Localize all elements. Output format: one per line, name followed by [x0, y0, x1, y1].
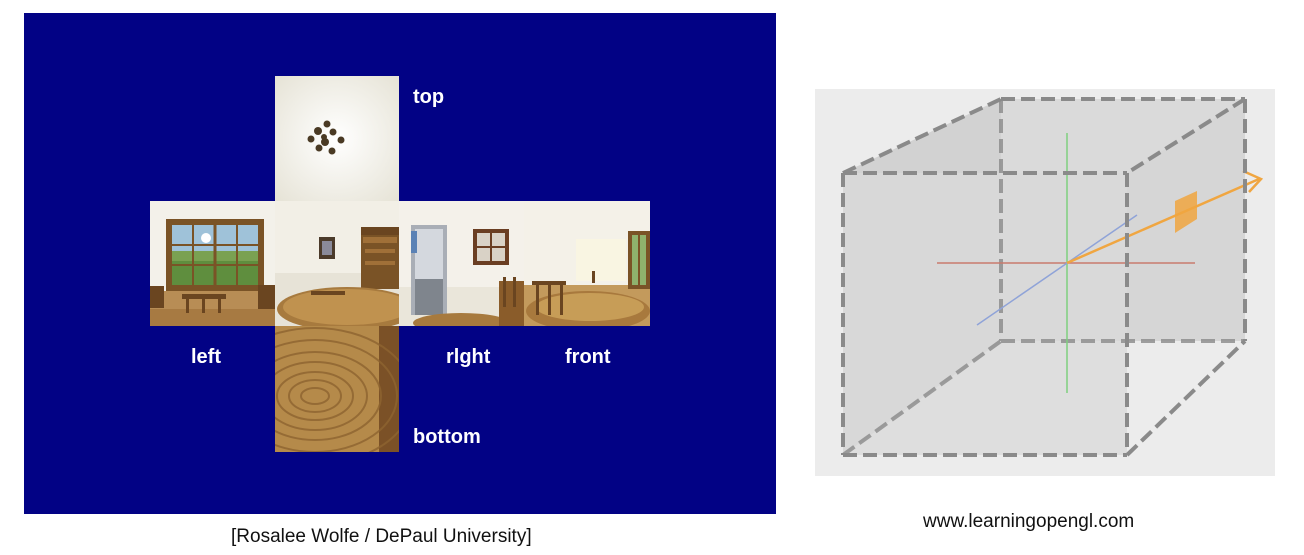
- cube-hidden-edges: [841, 99, 1245, 457]
- table-icon: [277, 287, 399, 326]
- cubemap-net-panel: top left rlght front bottom: [24, 13, 776, 514]
- cube-visible-edges: [841, 97, 1247, 457]
- doorway-icon: [411, 225, 447, 315]
- picture-frame-icon: [319, 237, 335, 259]
- axis-z: [976, 214, 1138, 326]
- label-left: left: [191, 346, 221, 368]
- cubemap-face-left: [150, 201, 275, 326]
- cube-front-face: [843, 173, 1127, 455]
- direction-vector: [1066, 177, 1260, 265]
- window-icon: [628, 231, 650, 289]
- table-icon: [413, 277, 524, 326]
- cubemap-face-right: [399, 201, 524, 326]
- cubemap-face-front: [275, 201, 399, 326]
- label-top: top: [413, 86, 445, 108]
- cabinet-icon: [361, 227, 399, 289]
- cubemap-face-back: [524, 201, 650, 326]
- window-icon: [473, 229, 509, 265]
- chandelier-icon: [307, 120, 345, 155]
- cube-diagram-credit: www.learningopengl.com: [923, 511, 1135, 532]
- direction-vector-arrowhead: [1242, 169, 1264, 193]
- cubemap-face-top: [275, 76, 399, 201]
- cubemap-face-bottom: [275, 326, 399, 452]
- sample-patch: [1175, 191, 1197, 233]
- label-front: front: [565, 346, 611, 368]
- label-bottom: bottom: [413, 426, 481, 448]
- cube-vector-panel: [815, 89, 1275, 476]
- label-right: rlght: [446, 346, 491, 368]
- cubemap-credit: [Rosalee Wolfe / DePaul University]: [231, 526, 532, 547]
- window-icon: [166, 219, 264, 291]
